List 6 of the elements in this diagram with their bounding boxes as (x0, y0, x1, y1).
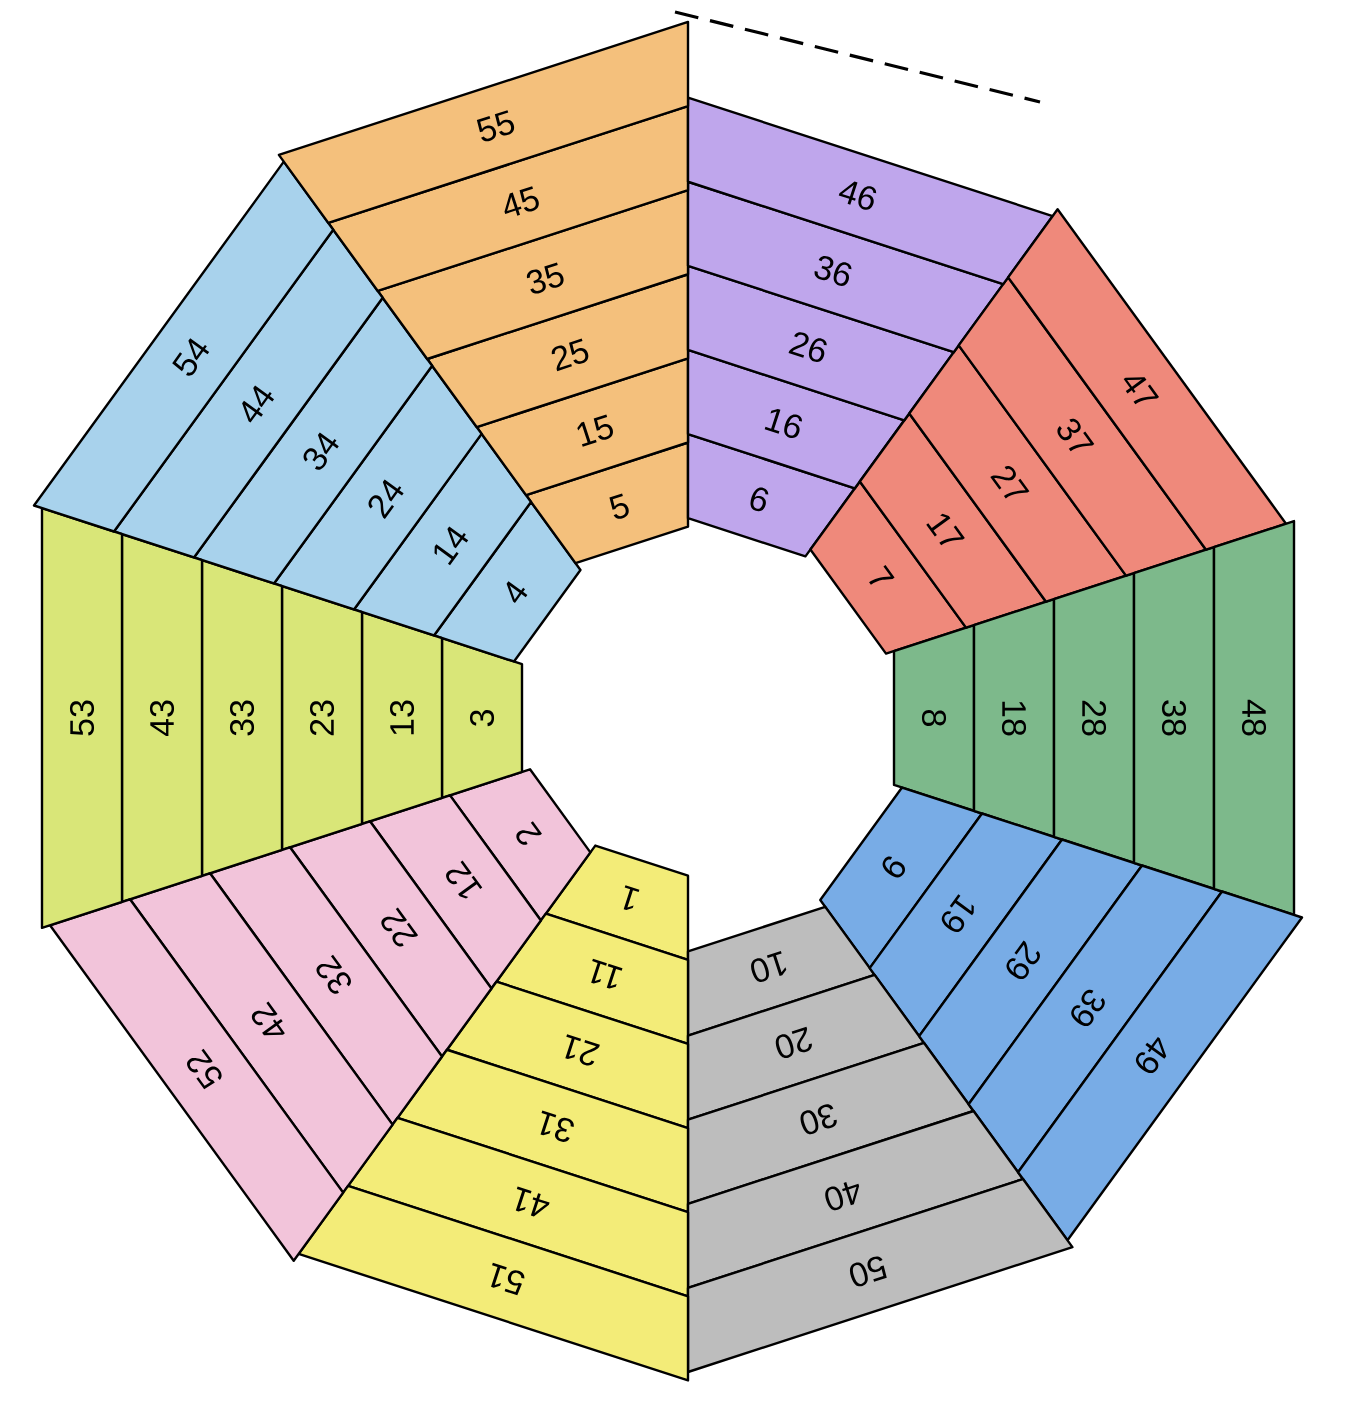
number-cell: 3 (440, 636, 524, 800)
number-cell: 28 (1052, 571, 1136, 865)
number-cell: 53 (40, 506, 124, 930)
number-cell: 38 (1132, 545, 1216, 891)
number-cell: 48 (1212, 519, 1296, 917)
number-cell: 43 (120, 532, 204, 904)
